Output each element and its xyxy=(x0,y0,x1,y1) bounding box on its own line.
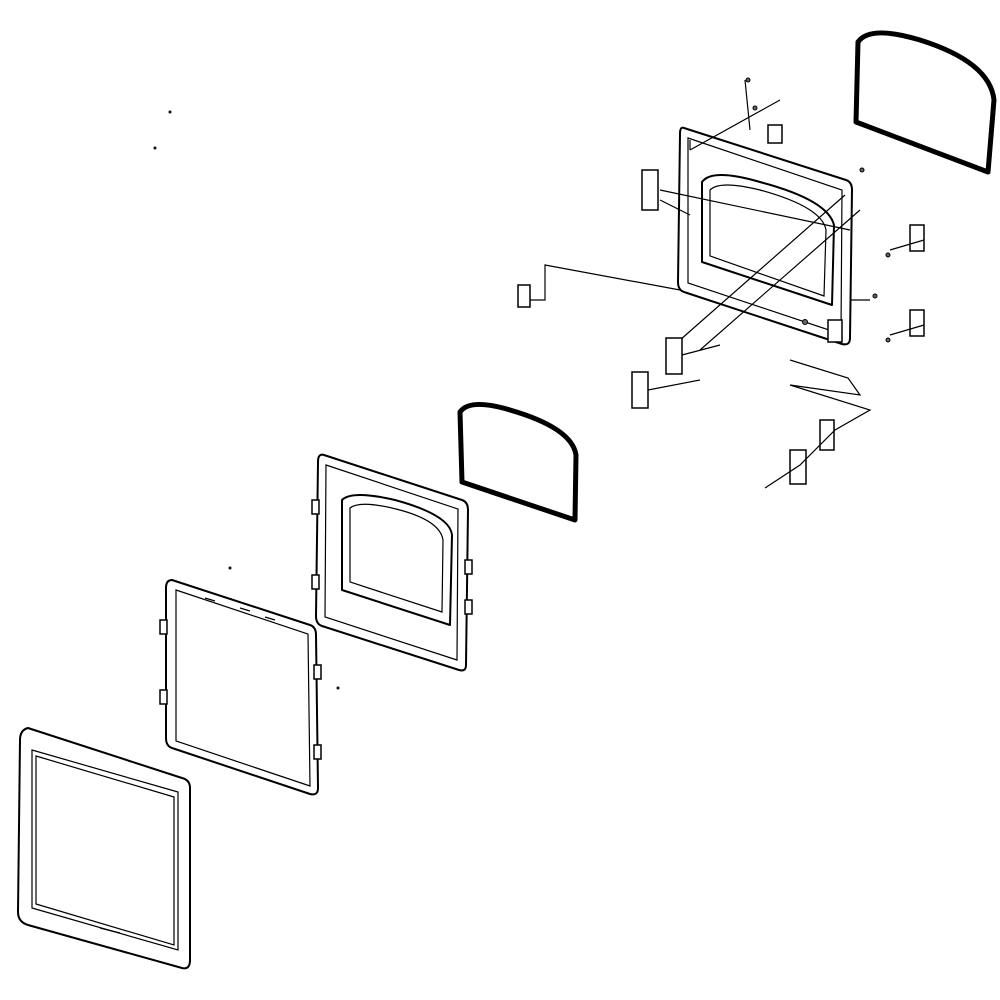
top-gasket xyxy=(853,30,997,175)
door-assembly xyxy=(520,77,891,351)
hinges xyxy=(517,224,925,489)
inner-door-frame xyxy=(311,453,473,672)
door-panel xyxy=(159,579,322,796)
stray-dots xyxy=(153,110,340,690)
glass-gasket xyxy=(457,402,579,523)
outer-door-trim xyxy=(17,727,191,970)
